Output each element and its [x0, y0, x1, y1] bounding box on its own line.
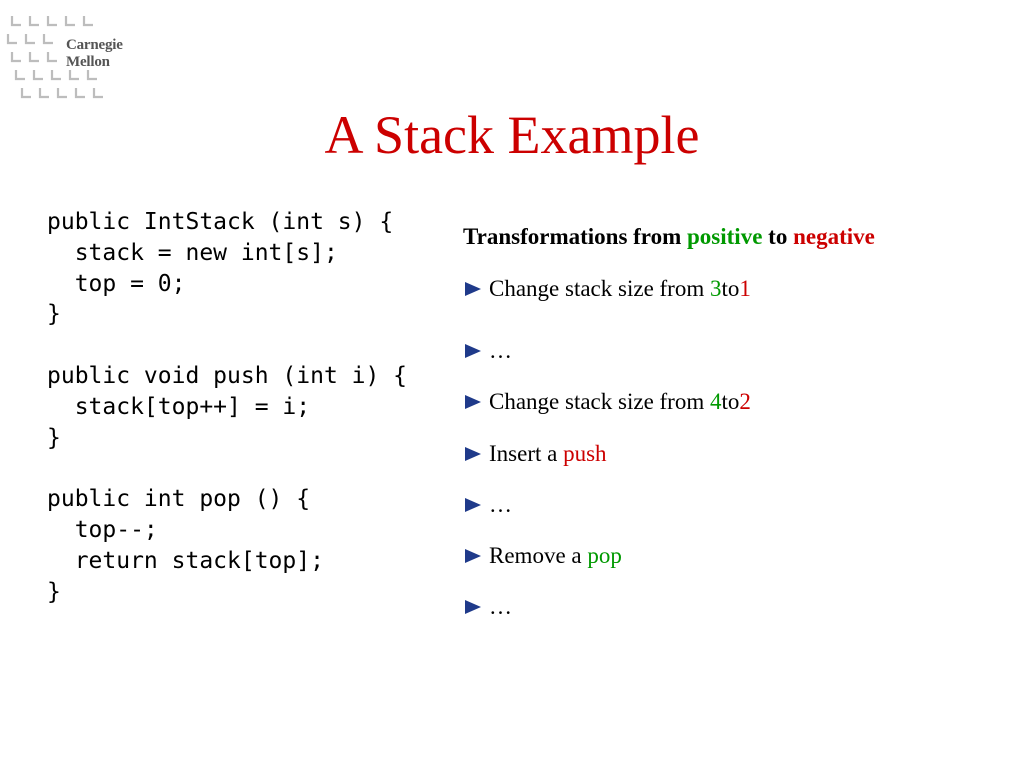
bullet-text: Change stack size from [489, 276, 705, 301]
list-item: … [463, 479, 1023, 530]
bullet-text: Remove a [489, 543, 582, 569]
triangle-bullet-icon [465, 446, 481, 461]
bullet-text: Change stack size from [489, 389, 705, 415]
bullet-value-to: 2 [739, 389, 751, 415]
bullet-keyword: pop [587, 543, 622, 569]
bullet-mid: to [721, 389, 740, 415]
transformations-heading: Transformations from positive to negativ… [463, 222, 1023, 252]
bullet-text: … [489, 491, 512, 517]
triangle-bullet-icon [465, 282, 481, 296]
bullet-text: … [489, 337, 512, 363]
bullet-list: Change stack size from 3 to 1 … Change s… [463, 274, 1023, 633]
code-line: } [47, 424, 61, 451]
heading-positive: positive [687, 224, 763, 249]
list-item: … [463, 582, 1023, 633]
triangle-bullet-icon [465, 600, 481, 615]
code-line: public void push (int i) { [47, 362, 408, 389]
triangle-bullet-icon [465, 343, 481, 358]
heading-middle: to [762, 224, 794, 249]
bullet-value-to: 1 [739, 276, 751, 301]
code-line: public IntStack (int s) { [47, 209, 394, 235]
bullet-value-from: 4 [709, 389, 722, 415]
list-item: Change stack size from 4 to 2 [463, 377, 1023, 428]
triangle-bullet-icon [465, 549, 481, 564]
code-line: } [47, 578, 61, 605]
code-line [47, 453, 407, 484]
triangle-bullet-icon [465, 497, 481, 512]
bullet-text: … [489, 594, 512, 620]
bullet-value-from: 3 [709, 276, 722, 301]
logo-wordmark: Carnegie Mellon [66, 37, 123, 71]
code-line: return stack[top]; [47, 547, 324, 574]
list-item: Change stack size from 3 to 1 [463, 274, 1023, 304]
code-block: public IntStack (int s) { stack = new in… [47, 207, 407, 607]
slide-title: A Stack Example [324, 105, 700, 165]
list-item: Insert a push [463, 428, 1023, 479]
code-line: stack = new int[s]; [47, 239, 338, 266]
code-line: top = 0; [47, 270, 186, 297]
cmu-logo: Carnegie Mellon [6, 10, 146, 110]
list-item: … [463, 325, 1023, 376]
list-item: Remove a pop [463, 530, 1023, 581]
code-line: } [47, 301, 61, 328]
transformations-panel: Transformations from positive to negativ… [463, 222, 1023, 633]
triangle-bullet-icon [465, 395, 481, 410]
logo-grid-icon [6, 16, 103, 99]
logo-line-1: Carnegie [66, 37, 123, 53]
code-line: public int pop () { [47, 486, 311, 513]
code-line: top--; [47, 516, 158, 543]
code-line [47, 330, 407, 361]
bullet-text: Insert a [489, 440, 558, 466]
heading-negative: negative [793, 224, 875, 249]
bullet-mid: to [721, 276, 740, 301]
heading-prefix: Transformations from [463, 224, 688, 249]
logo-line-2: Mellon [66, 54, 110, 70]
code-line: stack[top++] = i; [47, 393, 311, 420]
bullet-keyword: push [563, 440, 607, 466]
